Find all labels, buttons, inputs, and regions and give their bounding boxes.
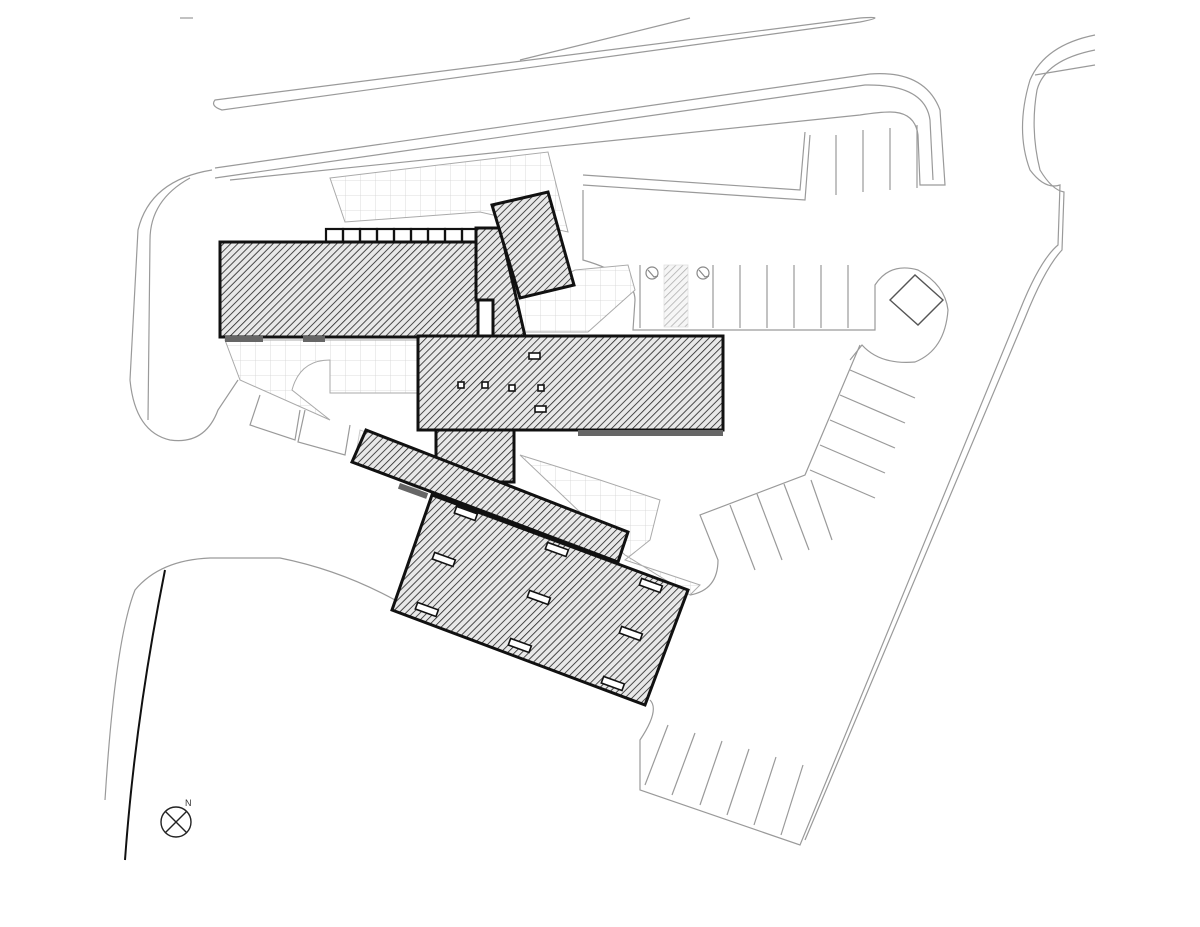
canopy-frames xyxy=(324,227,478,244)
building-central-block xyxy=(416,334,725,436)
west-boundary xyxy=(104,394,396,861)
railway-track xyxy=(180,16,876,111)
accessible-parking-icon xyxy=(696,266,710,280)
east-road xyxy=(639,34,1096,846)
building-north-wing xyxy=(218,227,480,342)
north-label: N xyxy=(185,798,192,808)
building-tower xyxy=(490,190,576,300)
east-parking-lot xyxy=(689,344,916,596)
accessible-parking-icon xyxy=(645,266,659,280)
kiosk xyxy=(888,274,945,326)
north-arrow: N xyxy=(160,798,192,838)
access-road xyxy=(129,73,946,442)
south-parking-lot xyxy=(644,724,804,836)
building-diagonal-wing xyxy=(349,428,630,564)
north-parking-lot xyxy=(582,125,949,363)
building-south-hall xyxy=(390,493,690,707)
